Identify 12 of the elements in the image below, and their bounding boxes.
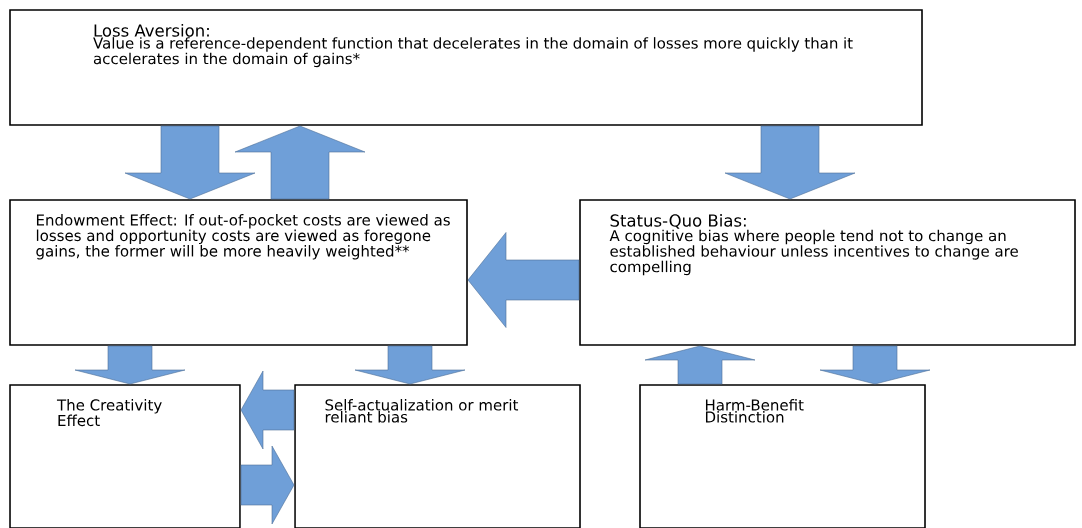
block-arrow <box>467 232 580 328</box>
text-box: Status-Quo Bias: A cognitive bias where people tend not to change an established behaviour unless incentives to change are compelling <box>579 199 1076 346</box>
text-box: Loss Aversion: Value is a reference-dependent function that decelerates in the domain of losses more quickly than it accelerates in the domain of gains* <box>9 9 923 126</box>
block-arrow <box>240 370 295 450</box>
block-arrow <box>240 445 295 525</box>
block-arrow <box>724 125 856 200</box>
block-arrow <box>234 125 366 200</box>
text-box: Endowment Effect: If out-of-pocket costs are viewed as losses and opportunity costs are viewed as foregone gains, the former will be more heavily weighted** <box>9 199 468 346</box>
text-box: Self-actualization or merit reliant bias <box>294 384 581 528</box>
text-box: Harm-Benefit Distinction <box>639 384 926 528</box>
text-box: The Creativity Effect <box>9 384 241 528</box>
block-arrow <box>124 125 256 200</box>
